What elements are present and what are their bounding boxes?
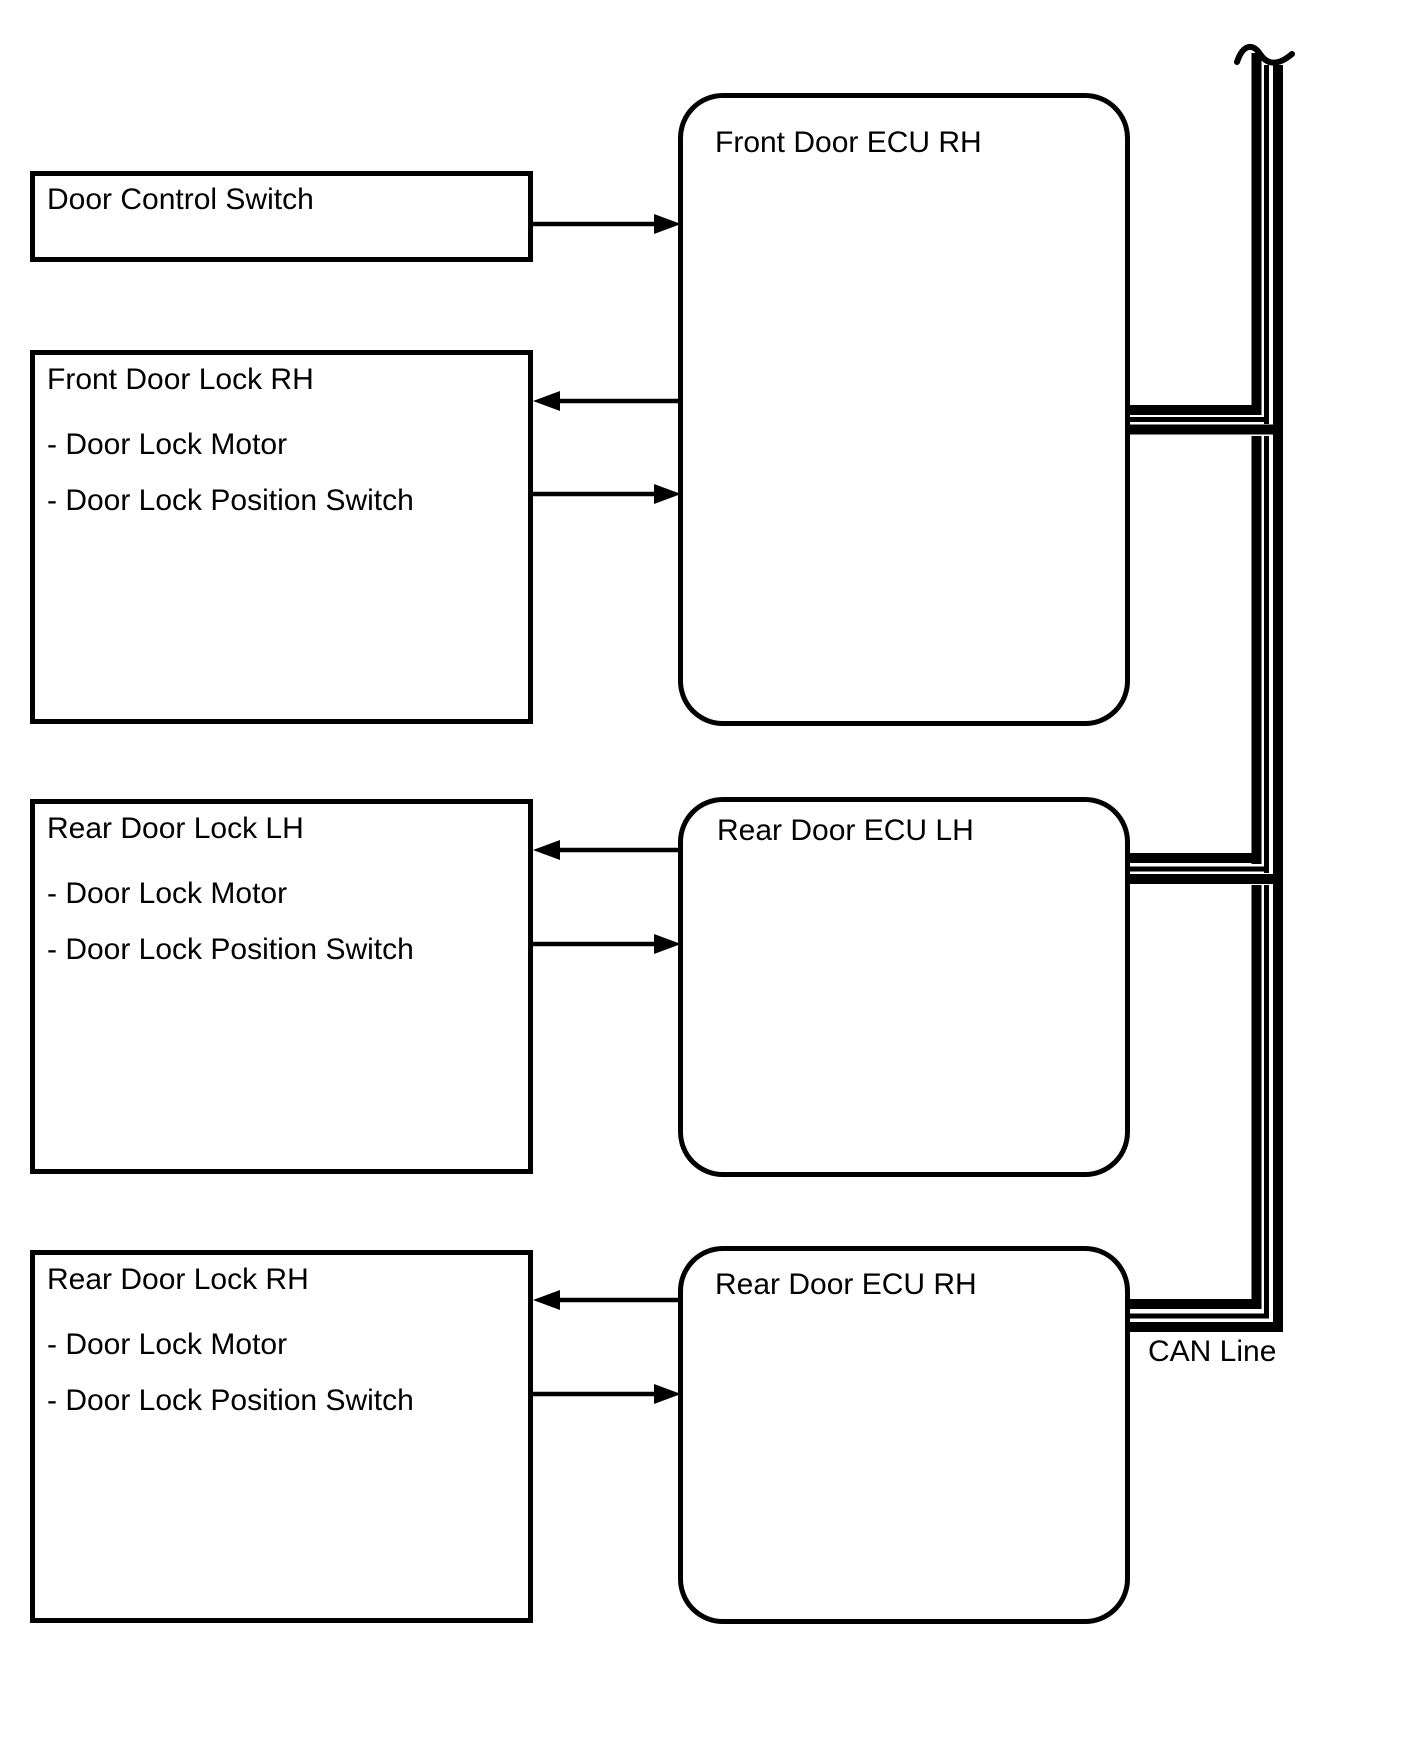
arrowhead-left-icon [533, 391, 560, 411]
box-title: Front Door Lock RH [47, 363, 314, 396]
box-title: Front Door ECU RH [715, 126, 982, 159]
box-item: - Door Lock Position Switch [47, 933, 414, 966]
signal-arrows [531, 214, 681, 1404]
box-title: Rear Door ECU LH [717, 814, 974, 847]
can-tap-rear-ecu-rh [1128, 1299, 1283, 1332]
box-title: Door Control Switch [47, 183, 314, 216]
box-title: Rear Door Lock LH [47, 812, 304, 845]
arrowhead-right-icon [654, 484, 681, 504]
arrowhead-left-icon [533, 840, 560, 860]
can-bus-continuation-curl [1234, 43, 1295, 66]
arrowhead-right-icon [654, 934, 681, 954]
box-item: - Door Lock Position Switch [47, 484, 414, 517]
box-item: - Door Lock Position Switch [47, 1384, 414, 1417]
arrowhead-right-icon [654, 214, 681, 234]
can-tap-rear-ecu-lh [1128, 853, 1283, 884]
box-rear-door-lock-lh: Rear Door Lock LH - Door Lock Motor - Do… [30, 799, 533, 1174]
box-rear-door-lock-rh: Rear Door Lock RH - Door Lock Motor - Do… [30, 1250, 533, 1623]
can-bus-vertical-line [1251, 53, 1283, 1332]
box-front-door-ecu-rh: Front Door ECU RH [678, 93, 1130, 726]
arrowhead-right-icon [654, 1384, 681, 1404]
box-rear-door-ecu-rh: Rear Door ECU RH [678, 1246, 1130, 1624]
box-door-control-switch: Door Control Switch [30, 171, 533, 262]
box-item: - Door Lock Motor [47, 1328, 288, 1361]
can-tap-front-ecu [1128, 405, 1283, 435]
box-rear-door-ecu-lh: Rear Door ECU LH [678, 797, 1130, 1177]
box-item: - Door Lock Motor [47, 877, 288, 910]
box-item: - Door Lock Motor [47, 428, 288, 461]
arrowhead-left-icon [533, 1290, 560, 1310]
can-line-label: CAN Line [1148, 1335, 1277, 1368]
box-title: Rear Door ECU RH [715, 1268, 977, 1301]
box-title: Rear Door Lock RH [47, 1263, 309, 1296]
box-front-door-lock-rh: Front Door Lock RH - Door Lock Motor - D… [30, 350, 533, 724]
